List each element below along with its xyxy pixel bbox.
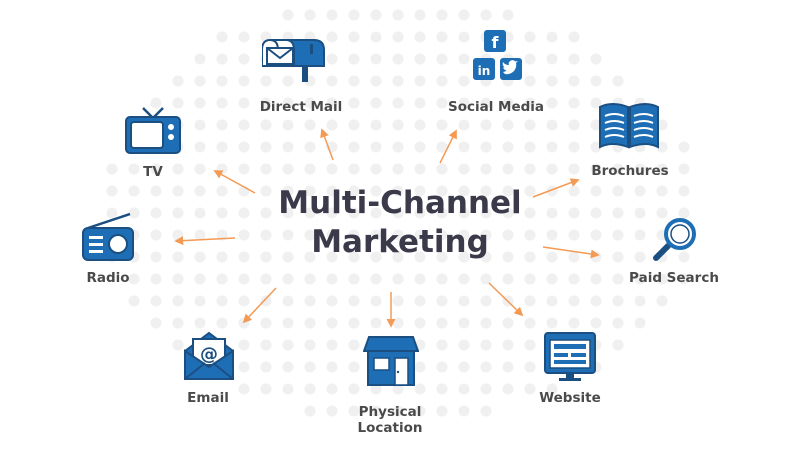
magnifier-icon <box>653 218 696 261</box>
svg-text:f: f <box>492 33 500 52</box>
email-icon: @ <box>184 331 234 380</box>
mailbox-icon <box>262 39 325 82</box>
social-media-icon: f in <box>473 30 522 80</box>
svg-text:@: @ <box>200 344 218 365</box>
social-media-label: Social Media <box>447 99 545 115</box>
physical-location-label-line-2: Location <box>357 420 423 436</box>
brochures-label: Brochures <box>591 163 669 179</box>
storefront-icon <box>363 336 419 386</box>
svg-text:in: in <box>478 64 491 78</box>
website-icon <box>544 332 596 381</box>
diagram-title-line-2: Marketing <box>311 224 489 260</box>
physical-location-label-line-1: Physical <box>358 404 422 420</box>
tv-label: TV <box>143 164 163 180</box>
direct-mail-label: Direct Mail <box>259 99 343 115</box>
radio-label: Radio <box>86 270 130 286</box>
brochure-icon <box>599 103 659 149</box>
email-label: Email <box>187 390 229 406</box>
website-label: Website <box>539 390 601 406</box>
diagram-title-line-1: Multi-Channel <box>278 185 522 221</box>
tv-icon <box>125 107 181 154</box>
paid-search-label: Paid Search <box>629 270 719 286</box>
radio-icon <box>82 212 134 261</box>
